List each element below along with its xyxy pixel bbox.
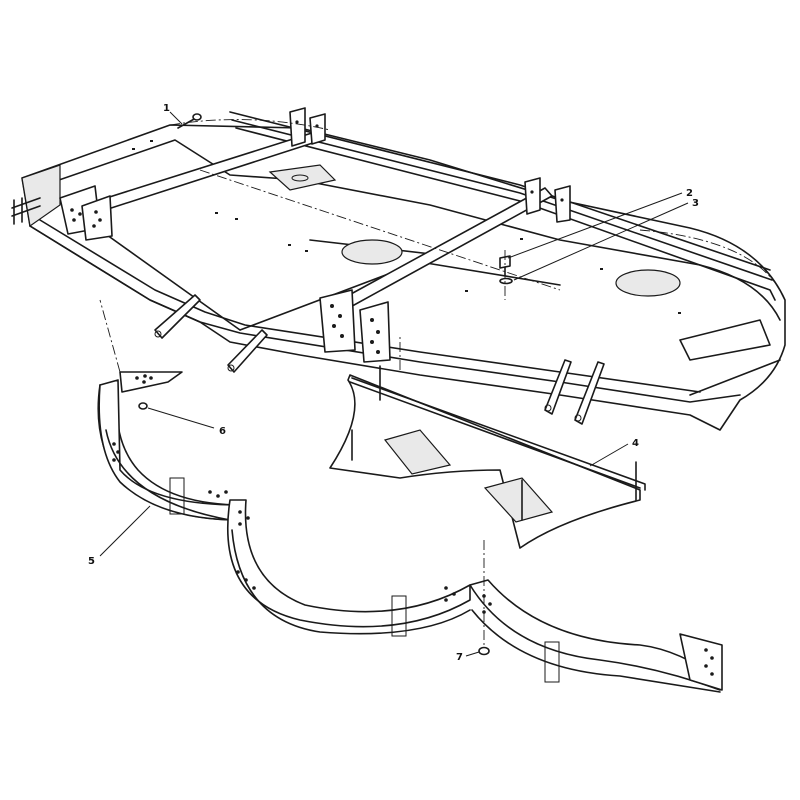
callout-3: 3 [513, 198, 699, 281]
mower-deck [11, 107, 786, 431]
bracket-holes [70, 120, 564, 354]
bolt-and-washer [499, 255, 513, 285]
callout-1: 1 [163, 103, 183, 125]
nut-6 [138, 402, 148, 410]
svg-text:5: 5 [88, 556, 95, 567]
skirt-perforations [112, 374, 714, 676]
nut-7 [478, 646, 490, 656]
center-baffle [329, 365, 646, 549]
deck-skirt [97, 371, 723, 693]
svg-text:1: 1 [163, 103, 170, 114]
svg-text:4: 4 [632, 438, 639, 449]
svg-text:7: 7 [456, 652, 463, 663]
callouts: 1 2 3 4 5 6 7 [88, 103, 699, 663]
svg-text:2: 2 [686, 188, 693, 199]
callout-7: 7 [456, 651, 480, 663]
bolt-1 [177, 113, 202, 129]
callout-6: 6 [147, 407, 226, 437]
callout-2: 2 [507, 188, 693, 259]
deck-holes [132, 140, 681, 314]
callout-5: 5 [88, 505, 151, 567]
alignment-lines [99, 119, 786, 645]
svg-text:3: 3 [692, 198, 699, 209]
svg-text:6: 6 [219, 426, 226, 437]
callout-4: 4 [589, 438, 639, 467]
